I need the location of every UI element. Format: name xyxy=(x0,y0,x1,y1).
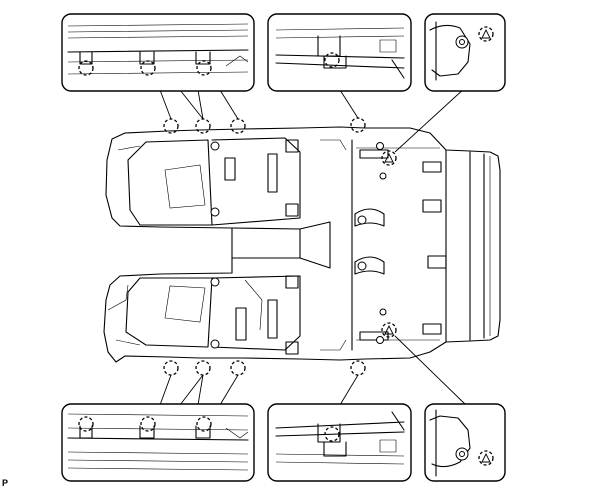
clip-marker xyxy=(381,322,397,338)
clip-marker xyxy=(350,117,366,133)
clip-marker xyxy=(195,118,211,134)
figure-corner-label: P xyxy=(2,478,9,488)
clip-callout-top-right xyxy=(424,13,506,92)
clip-callout-bottom-right xyxy=(424,403,506,482)
clip-callout-bottom-center xyxy=(267,403,412,482)
leader-lines xyxy=(159,86,467,406)
clip-marker xyxy=(230,118,246,134)
floor-carpet-outline xyxy=(103,126,501,363)
clip-callout-bottom-left xyxy=(61,403,255,482)
clip-marker xyxy=(163,360,179,376)
clip-marker xyxy=(195,360,211,376)
clip-markers xyxy=(163,117,397,376)
clip-marker xyxy=(381,150,397,166)
clip-callout-top-center xyxy=(267,13,412,92)
clip-marker xyxy=(350,360,366,376)
clip-marker xyxy=(230,360,246,376)
clip-callout-top-left xyxy=(61,13,255,92)
